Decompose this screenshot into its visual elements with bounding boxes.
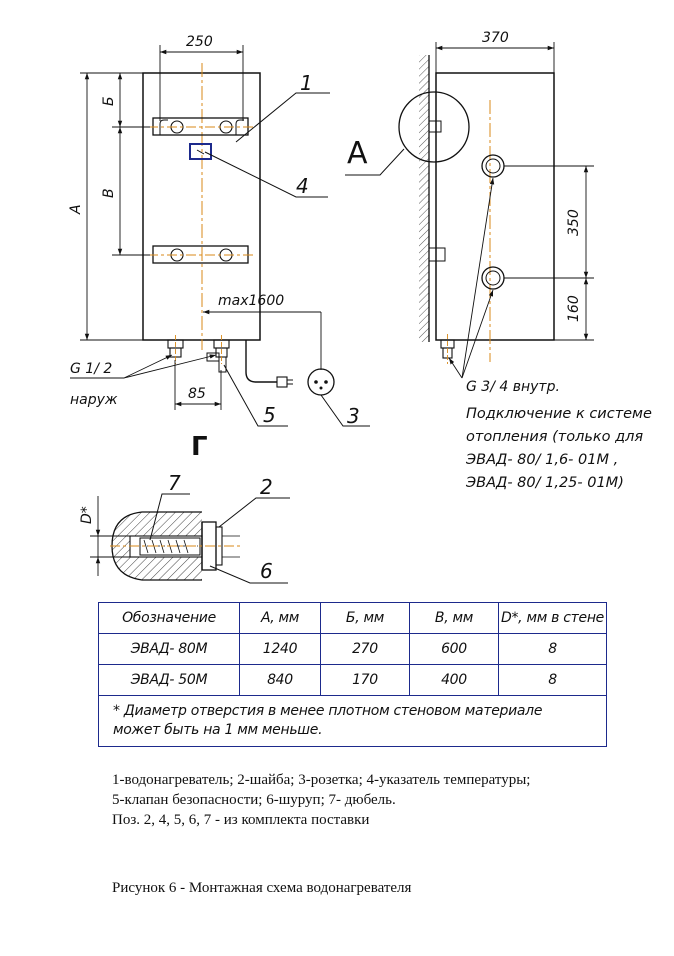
heating-inlet	[481, 266, 505, 290]
callout-6: 6	[260, 559, 273, 583]
header-designation: Обозначение	[98, 602, 240, 634]
table-row: ЭВАД- 80М 1240 270 600 8	[98, 633, 607, 665]
connection-note-2: отопления (только для	[466, 429, 643, 445]
dim-A: А	[68, 204, 84, 215]
installation-drawing: 1 4 250 А Б В	[68, 30, 652, 584]
thread-label-front: G 1/ 2	[70, 361, 112, 377]
table-header-row: Обозначение А, мм Б, мм В, мм D*, мм в с…	[98, 602, 607, 634]
dim-85: 85	[188, 386, 206, 402]
header-A: А, мм	[239, 602, 321, 634]
top-bracket	[148, 117, 256, 136]
table-footnote: * Диаметр отверстия в менее плотном стен…	[98, 695, 607, 747]
dim-250: 250	[186, 34, 213, 50]
cell-D: 8	[498, 664, 607, 696]
connection-note-1: Подключение к системе	[466, 406, 652, 422]
dim-350: 350	[566, 209, 582, 236]
callout-4: 4	[296, 174, 309, 198]
side-view: 370 350 160 А G 3/ 4 внутр. Подключение …	[345, 30, 652, 491]
view-label-A: А	[347, 136, 368, 171]
detail-view: D* 7 2 6	[79, 471, 290, 584]
legend-line-1: 1-водонагреватель; 2-шайба; 3-розетка; 4…	[112, 772, 531, 788]
cell-B: 170	[320, 664, 410, 696]
callout-5: 5	[263, 403, 276, 427]
temperature-indicator	[189, 143, 212, 160]
header-D: D*, мм в стене	[498, 602, 607, 634]
heater-body-side	[435, 72, 555, 341]
dim-D: D*	[79, 506, 95, 524]
cell-V: 400	[409, 664, 499, 696]
cell-A: 840	[239, 664, 321, 696]
header-V: В, мм	[409, 602, 499, 634]
cell-D: 8	[498, 633, 607, 665]
header-B: Б, мм	[320, 602, 410, 634]
cell-B: 270	[320, 633, 410, 665]
front-view: 1 4 250 А Б В	[68, 34, 370, 462]
cable-length: max1600	[218, 293, 284, 309]
thread-label-side: G 3/ 4 внутр.	[466, 379, 560, 395]
callout-3: 3	[347, 404, 360, 428]
spec-table: Обозначение А, мм Б, мм В, мм D*, мм в с…	[98, 602, 607, 747]
cell-designation: ЭВАД- 80М	[98, 633, 240, 665]
cell-V: 600	[409, 633, 499, 665]
thread-note-front: наруж	[70, 392, 118, 408]
connection-note-4: ЭВАД- 80/ 1,25- 01М)	[465, 475, 624, 491]
legend-line-3: Поз. 2, 4, 5, 6, 7 - из комплекта постав…	[112, 812, 370, 828]
connection-note-3: ЭВАД- 80/ 1,6- 01М ,	[465, 452, 618, 468]
socket	[307, 368, 335, 396]
callout-2: 2	[260, 475, 273, 499]
view-label-G: Г	[191, 432, 208, 462]
dim-370: 370	[482, 30, 509, 46]
bottom-fittings	[167, 335, 293, 388]
legend-line-2: 5-клапан безопасности; 6-шуруп; 7- дюбел…	[112, 792, 396, 808]
dim-V: В	[101, 188, 117, 198]
legend: 1-водонагреватель; 2-шайба; 3-розетка; 4…	[112, 770, 652, 830]
dim-B: Б	[101, 96, 117, 106]
detail-A-marker	[398, 91, 470, 163]
heating-outlet	[481, 154, 505, 178]
callout-7: 7	[168, 471, 181, 495]
table-footnote-row: * Диаметр отверстия в менее плотном стен…	[98, 695, 607, 747]
bottom-bracket	[148, 245, 256, 264]
cell-designation: ЭВАД- 50М	[98, 664, 240, 696]
cell-A: 1240	[239, 633, 321, 665]
dim-160: 160	[566, 295, 582, 322]
callout-1: 1	[300, 71, 313, 95]
table-row: ЭВАД- 50М 840 170 400 8	[98, 664, 607, 696]
figure-caption: Рисунок 6 - Монтажная схема водонагреват…	[112, 880, 412, 896]
